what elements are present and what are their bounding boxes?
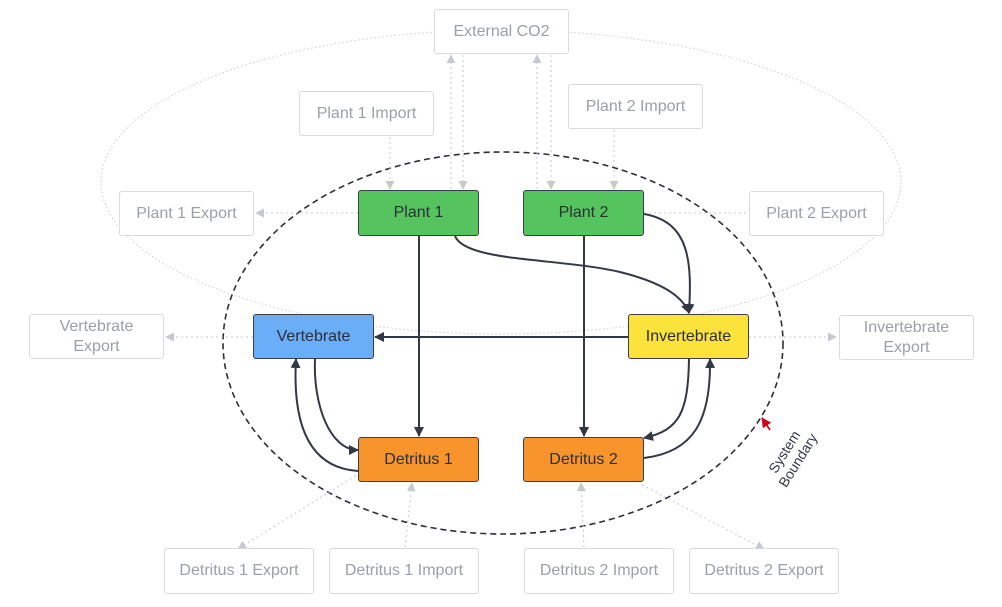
detritus2-export-label: Detritus 2 Export [704, 562, 824, 579]
plant2-label: Plant 2 [558, 204, 609, 221]
detritus1-node[interactable]: Detritus 1 [358, 437, 479, 482]
plant2-import-node[interactable]: Plant 2 Import [568, 84, 703, 129]
invertebrate-node[interactable]: Invertebrate [628, 314, 749, 359]
detritus2-label: Detritus 2 [549, 450, 618, 468]
plant1-import-node[interactable]: Plant 1 Import [299, 91, 434, 136]
system-boundary [222, 151, 784, 535]
detritus2-import-node[interactable]: Detritus 2 Import [524, 548, 674, 594]
external-connectors [165, 54, 837, 550]
detritus1-import-label: Detritus 1 Import [344, 562, 464, 579]
plant1-import-label: Plant 1 Import [316, 104, 417, 122]
detritus1-label: Detritus 1 [384, 450, 453, 468]
detritus1-export-node[interactable]: Detritus 1 Export [164, 548, 314, 594]
boundary-marker-arrow [761, 417, 772, 431]
invertebrate-export-label: Invertebrate Export [863, 318, 950, 356]
invertebrate-export-node[interactable]: Invertebrate Export [839, 315, 974, 360]
plant2-export-node[interactable]: Plant 2 Export [749, 191, 884, 236]
vertebrate-node[interactable]: Vertebrate [253, 314, 374, 359]
plant2-import-label: Plant 2 Import [585, 97, 686, 115]
plant2-node[interactable]: Plant 2 [523, 190, 644, 236]
detritus1-export-label: Detritus 1 Export [179, 562, 299, 579]
detritus2-import-label: Detritus 2 Import [539, 562, 659, 579]
external-co2-node[interactable]: External CO2 [434, 9, 569, 54]
vertebrate-label: Vertebrate [276, 327, 351, 345]
detritus2-node[interactable]: Detritus 2 [523, 437, 644, 482]
external-co2-label: External CO2 [453, 22, 550, 40]
plant1-node[interactable]: Plant 1 [358, 190, 479, 236]
invertebrate-label: Invertebrate [645, 327, 732, 345]
outer-ellipse [100, 29, 902, 335]
vertebrate-export-label: Vertebrate Export [59, 317, 134, 355]
plant1-export-label: Plant 1 Export [136, 204, 237, 222]
detritus1-import-node[interactable]: Detritus 1 Import [329, 548, 479, 594]
plant1-export-node[interactable]: Plant 1 Export [119, 191, 254, 236]
vertebrate-export-node[interactable]: Vertebrate Export [29, 314, 164, 359]
plant2-export-label: Plant 2 Export [766, 204, 867, 222]
plant1-label: Plant 1 [393, 204, 444, 221]
core-flows [290, 213, 716, 472]
detritus2-export-node[interactable]: Detritus 2 Export [689, 548, 839, 594]
